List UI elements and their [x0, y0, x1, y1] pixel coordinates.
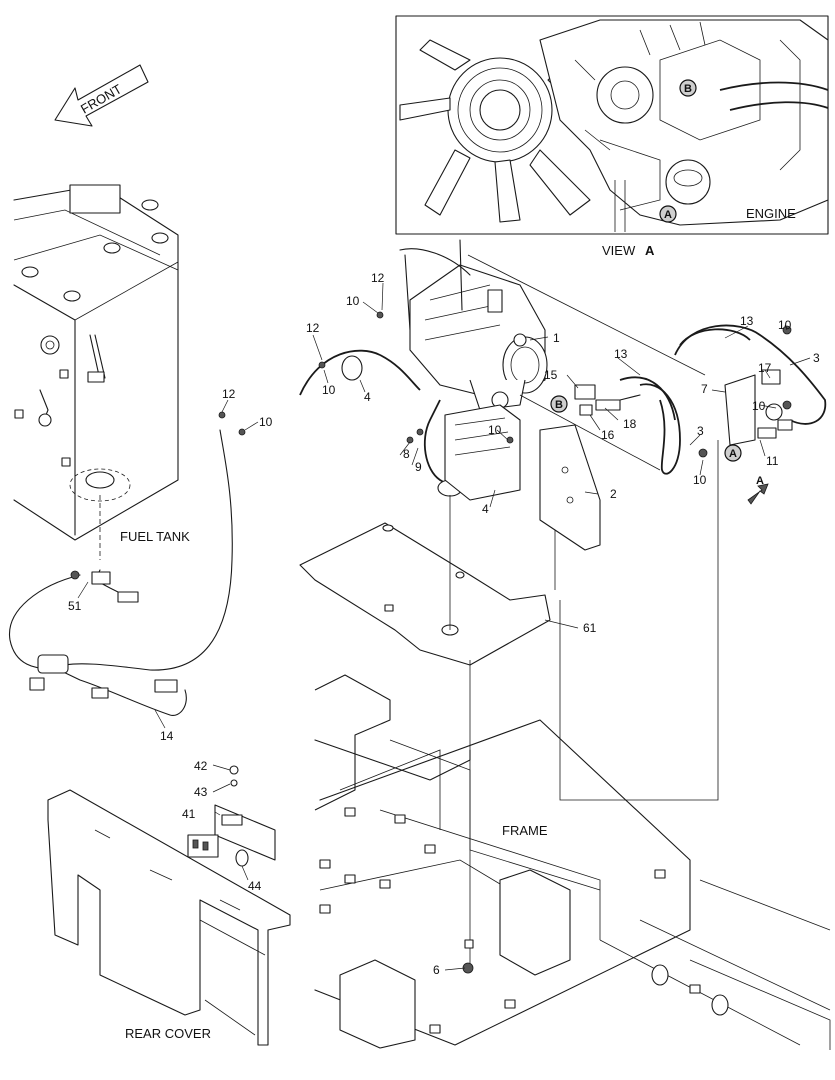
callout-6: 6 — [433, 963, 440, 977]
fasteners — [218, 311, 792, 974]
heat-exchanger — [444, 404, 521, 501]
callout-44: 44 — [248, 879, 262, 893]
heater-bracket — [539, 424, 601, 590]
callout-51: 51 — [68, 599, 82, 613]
callout-4-upper: 4 — [364, 390, 371, 404]
callout-10-f: 10 — [778, 318, 792, 332]
front-direction-arrow: FRONT — [54, 64, 149, 127]
callout-14: 14 — [160, 729, 174, 743]
svg-text:A: A — [756, 475, 764, 487]
fuel-tank — [13, 184, 179, 560]
marker-a-right: A — [724, 444, 742, 462]
callout-3-upper: 3 — [813, 351, 820, 365]
callout-1: 1 — [553, 331, 560, 345]
view-label: VIEW — [602, 243, 636, 258]
view-marker-a: A — [659, 205, 677, 223]
callout-2: 2 — [610, 487, 617, 501]
rear-cover-label: REAR COVER — [125, 1026, 211, 1041]
machine-frame — [314, 674, 831, 1050]
callout-18: 18 — [623, 417, 637, 431]
callouts: 1 2 3 3 4 4 6 7 8 9 10 10 10 10 10 10 10… — [68, 271, 820, 977]
view-marker-b: B — [679, 79, 697, 97]
callout-10-a: 10 — [346, 294, 360, 308]
callout-12-c: 12 — [222, 387, 236, 401]
callout-10-c: 10 — [259, 415, 273, 429]
view-a-arrow: A — [747, 475, 769, 505]
svg-text:B: B — [684, 83, 692, 95]
view-a-inset: A B ENGINE — [395, 15, 829, 235]
callout-16: 16 — [601, 428, 615, 442]
callout-17: 17 — [758, 361, 772, 375]
rear-cover — [47, 789, 291, 1046]
engine-label: ENGINE — [746, 206, 796, 221]
callout-7: 7 — [701, 382, 708, 396]
callout-3-lower: 3 — [697, 424, 704, 438]
coolant-hose-left — [299, 349, 481, 497]
callout-10-d: 10 — [488, 423, 502, 437]
marker-b-center: B — [550, 395, 568, 413]
leader-lines — [77, 282, 811, 971]
fuel-tank-label: FUEL TANK — [120, 529, 190, 544]
coolant-hose-right — [574, 324, 827, 475]
callout-61: 61 — [583, 621, 597, 635]
callout-8: 8 — [403, 447, 410, 461]
callout-15: 15 — [544, 368, 558, 382]
frame-leader — [559, 440, 719, 801]
view-letter: A — [645, 243, 655, 258]
reference-lines — [467, 254, 706, 471]
callout-41: 41 — [182, 807, 196, 821]
heater-unit — [399, 239, 548, 411]
callout-10-b: 10 — [322, 383, 336, 397]
callout-11: 11 — [766, 454, 779, 468]
callout-12-a: 12 — [371, 271, 385, 285]
callout-10-g: 10 — [752, 399, 766, 413]
callout-4-lower: 4 — [482, 502, 489, 516]
callout-43: 43 — [194, 785, 208, 799]
svg-text:B: B — [555, 399, 563, 411]
switch-panel — [187, 765, 276, 867]
mounting-plate — [299, 522, 551, 666]
svg-text:A: A — [664, 209, 672, 221]
engine-block — [539, 19, 829, 232]
fuel-line-assembly — [9, 429, 233, 716]
hose-bracket — [724, 369, 793, 446]
callout-12-b: 12 — [306, 321, 320, 335]
frame-label: FRAME — [502, 823, 548, 838]
callout-42: 42 — [194, 759, 208, 773]
callout-10-e: 10 — [693, 473, 707, 487]
callout-13-b: 13 — [614, 347, 628, 361]
svg-text:A: A — [729, 448, 737, 460]
callout-9: 9 — [415, 460, 422, 474]
callout-13-a: 13 — [740, 314, 754, 328]
